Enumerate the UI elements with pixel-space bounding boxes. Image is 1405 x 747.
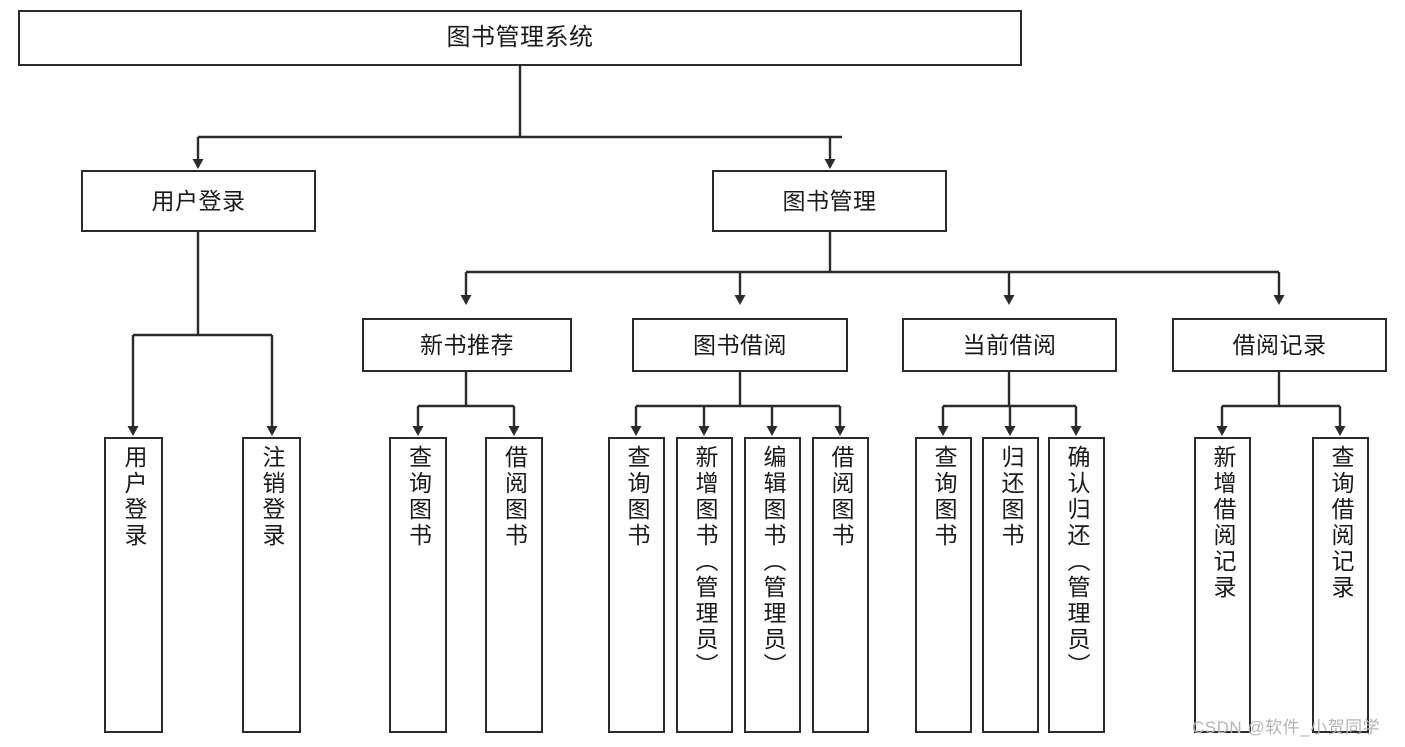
node-label: 查询借阅记录 — [1328, 445, 1354, 601]
node-label: 新增借阅记录 — [1210, 445, 1236, 601]
node-label: 编辑图书（管理员） — [760, 445, 786, 679]
node-label: 借阅记录 — [1232, 331, 1327, 358]
node-label: 用户登录 — [151, 187, 246, 214]
leaf-current-borrow-return-book[interactable]: 归还图书 — [982, 437, 1039, 733]
node-label: 查询图书 — [624, 445, 650, 549]
node-label: 用户登录 — [121, 445, 147, 549]
node-label: 借阅图书 — [828, 445, 854, 549]
node-label: 当前借阅 — [962, 331, 1057, 358]
node-label: 确认归还（管理员） — [1064, 445, 1090, 679]
node-label: 新增图书（管理员） — [692, 445, 718, 679]
leaf-new-book-borrow-book[interactable]: 借阅图书 — [485, 437, 543, 733]
leaf-book-borrow-query-book[interactable]: 查询图书 — [608, 437, 665, 733]
leaf-new-book-query-book[interactable]: 查询图书 — [389, 437, 447, 733]
leaf-user-login-logout[interactable]: 注销登录 — [242, 437, 301, 733]
csdn-watermark: CSDN @软件_小贺同学 — [1192, 718, 1381, 737]
node-root-book-management-system[interactable]: 图书管理系统 — [18, 10, 1022, 66]
node-user-login[interactable]: 用户登录 — [81, 170, 316, 232]
node-label: 查询图书 — [405, 445, 432, 549]
leaf-book-borrow-edit-book-admin[interactable]: 编辑图书（管理员） — [744, 437, 801, 733]
node-label: 图书借阅 — [693, 331, 787, 358]
node-current-borrow[interactable]: 当前借阅 — [902, 318, 1117, 372]
leaf-borrow-record-query-record[interactable]: 查询借阅记录 — [1312, 437, 1369, 733]
node-label: 借阅图书 — [501, 445, 528, 549]
node-label: 查询图书 — [931, 445, 957, 549]
node-new-book-recommend[interactable]: 新书推荐 — [362, 318, 572, 372]
node-book-management[interactable]: 图书管理 — [712, 170, 947, 232]
node-label: 归还图书 — [998, 445, 1024, 549]
node-label: 注销登录 — [259, 445, 285, 549]
node-label: 图书管理 — [782, 187, 877, 214]
leaf-book-borrow-borrow-book[interactable]: 借阅图书 — [812, 437, 869, 733]
leaf-book-borrow-add-book-admin[interactable]: 新增图书（管理员） — [676, 437, 733, 733]
node-label: 新书推荐 — [420, 331, 514, 358]
node-label: 图书管理系统 — [446, 24, 594, 52]
node-book-borrow[interactable]: 图书借阅 — [632, 318, 848, 372]
leaf-borrow-record-add-record[interactable]: 新增借阅记录 — [1194, 437, 1251, 733]
leaf-current-borrow-confirm-return-admin[interactable]: 确认归还（管理员） — [1048, 437, 1105, 733]
leaf-current-borrow-query-book[interactable]: 查询图书 — [915, 437, 972, 733]
node-borrow-record[interactable]: 借阅记录 — [1172, 318, 1387, 372]
leaf-user-login-login[interactable]: 用户登录 — [104, 437, 163, 733]
